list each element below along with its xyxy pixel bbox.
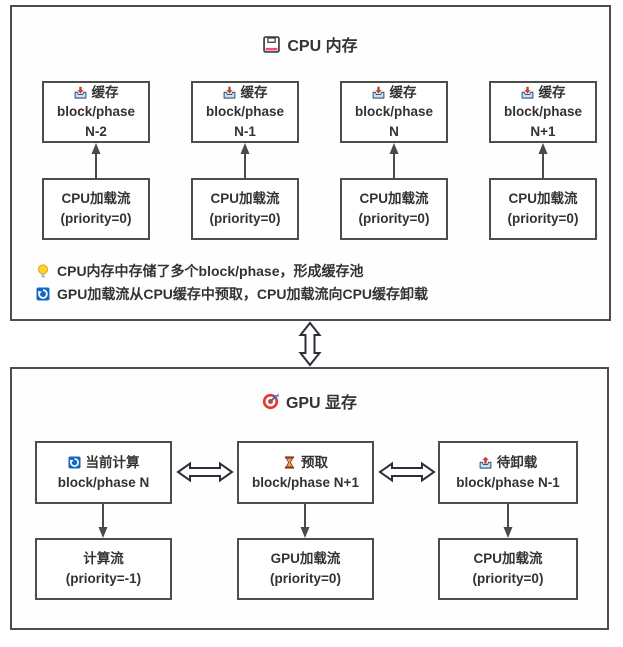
pending-unload-block: 待卸载 block/phase N-1 — [438, 441, 578, 504]
cache-block-n-2: 缓存 block/phase N-2 — [42, 81, 150, 143]
stream-priority: (priority=-1) — [65, 571, 142, 586]
cpu-memory-title: CPU 内存 — [12, 32, 609, 56]
gpu-memory-title-text: GPU 显存 — [285, 395, 358, 412]
outbox-tray-icon — [479, 456, 492, 469]
light-bulb-icon — [36, 263, 50, 279]
cache-block-line2: block/phase — [205, 104, 285, 120]
inbox-tray-icon — [74, 86, 87, 99]
arrow-up-load-to-cache — [91, 143, 101, 179]
cpu-load-stream-box-2: CPU加载流 (priority=0) — [191, 178, 299, 240]
inbox-tray-icon — [372, 86, 385, 99]
double-arrow-cpu-gpu — [298, 321, 322, 367]
cpu-load-stream-box-4: CPU加载流 (priority=0) — [489, 178, 597, 240]
gpu-memory-container: GPU 显存 当前计算 block/phase N — [10, 367, 609, 630]
cpu-load-stream-box-1: CPU加载流 (priority=0) — [42, 178, 150, 240]
cpu-memory-container: CPU 内存 缓存 block/phase N-2 — [10, 5, 611, 321]
arrow-down-block-to-stream — [98, 504, 108, 538]
arrow-down-block-to-stream — [300, 504, 310, 538]
cpu-memory-title-text: CPU 内存 — [287, 38, 358, 55]
cache-block-label: 缓存 — [538, 84, 566, 100]
stream-name: GPU加载流 — [270, 551, 341, 567]
cache-block-label: 缓存 — [389, 84, 417, 100]
stream-name: CPU加载流 — [61, 191, 131, 207]
gpu-block-label: 预取 — [301, 454, 328, 470]
note-prefetch-unload-text: GPU加载流从CPU缓存中预取，CPU加载流向CPU缓存卸载 — [57, 286, 429, 302]
cache-block-line3: N-1 — [234, 123, 256, 139]
stream-priority: (priority=0) — [507, 211, 579, 226]
stream-priority: (priority=0) — [209, 211, 281, 226]
cache-block-line2: block/phase — [354, 104, 434, 120]
target-dart-icon — [262, 392, 279, 410]
stream-name: CPU加载流 — [359, 191, 429, 207]
gpu-block-line2: block/phase N — [57, 474, 150, 490]
floppy-disk-icon — [263, 35, 281, 53]
inbox-tray-icon — [521, 86, 534, 99]
cache-block-line3: N+1 — [530, 123, 556, 139]
stream-priority: (priority=0) — [358, 211, 430, 226]
note-cache-pool-text: CPU内存中存储了多个block/phase，形成缓存池 — [57, 263, 364, 279]
double-arrow-prefetch-unload — [378, 461, 436, 483]
cache-block-label: 缓存 — [91, 84, 119, 100]
cache-block-n: 缓存 block/phase N — [340, 81, 448, 143]
gpu-block-line2: block/phase N+1 — [252, 474, 359, 490]
cache-block-line2: block/phase — [503, 104, 583, 120]
prefetch-block: 预取 block/phase N+1 — [237, 441, 374, 504]
compute-stream-box: 计算流 (priority=-1) — [35, 538, 172, 600]
cache-block-n+1: 缓存 block/phase N+1 — [489, 81, 597, 143]
note-prefetch-unload: GPU加载流从CPU缓存中预取，CPU加载流向CPU缓存卸载 — [36, 284, 428, 304]
stream-name: CPU加载流 — [508, 191, 578, 207]
hourglass-icon — [283, 456, 296, 469]
gpu-load-stream-box: GPU加载流 (priority=0) — [237, 538, 374, 600]
arrow-up-load-to-cache — [389, 143, 399, 179]
stream-name: CPU加载流 — [473, 551, 543, 567]
double-arrow-compute-prefetch — [176, 461, 234, 483]
stream-priority: (priority=0) — [472, 571, 544, 586]
stream-priority: (priority=0) — [270, 571, 341, 586]
cache-block-n-1: 缓存 block/phase N-1 — [191, 81, 299, 143]
current-compute-block: 当前计算 block/phase N — [35, 441, 172, 504]
sync-arrows-icon — [36, 287, 50, 301]
arrow-up-load-to-cache — [538, 143, 548, 179]
cache-block-label: 缓存 — [240, 84, 268, 100]
stream-priority: (priority=0) — [60, 211, 132, 226]
note-cache-pool: CPU内存中存储了多个block/phase，形成缓存池 — [36, 261, 363, 281]
stream-name: 计算流 — [83, 551, 124, 567]
arrow-up-load-to-cache — [240, 143, 250, 179]
cpu-load-stream-box-3: CPU加载流 (priority=0) — [340, 178, 448, 240]
arrow-down-block-to-stream — [503, 504, 513, 538]
sync-arrows-icon — [67, 456, 81, 469]
cache-block-line3: N — [389, 123, 399, 139]
gpu-block-label: 当前计算 — [85, 454, 140, 470]
inbox-tray-icon — [223, 86, 236, 99]
stream-name: CPU加载流 — [210, 191, 280, 207]
cpu-load-stream-box-gpu: CPU加载流 (priority=0) — [438, 538, 578, 600]
gpu-block-line2: block/phase N-1 — [456, 474, 560, 490]
gpu-block-label: 待卸载 — [496, 454, 538, 470]
cache-block-line3: N-2 — [85, 123, 107, 139]
gpu-memory-title: GPU 显存 — [12, 389, 607, 413]
cache-block-line2: block/phase — [56, 104, 136, 120]
